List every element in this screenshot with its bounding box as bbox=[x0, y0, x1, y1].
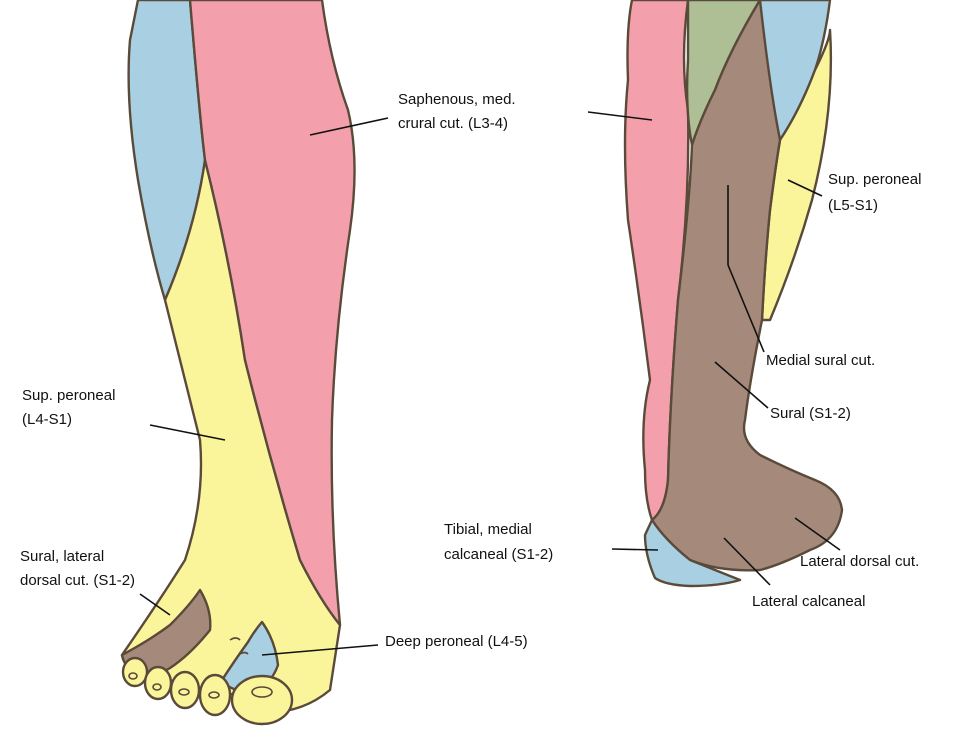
label-saphenous-line2: crural cut. (L3-4) bbox=[398, 114, 508, 134]
label-lateral-dorsal: Lateral dorsal cut. bbox=[800, 552, 919, 572]
leader-tibial bbox=[612, 549, 658, 550]
label-tibial-line2: calcaneal (S1-2) bbox=[444, 545, 553, 565]
label-saphenous-line1: Saphenous, med. bbox=[398, 90, 516, 110]
label-sural: Sural (S1-2) bbox=[770, 404, 851, 424]
label-sup-peroneal-left-line1: Sup. peroneal bbox=[22, 386, 115, 406]
label-tibial-line1: Tibial, medial bbox=[444, 520, 532, 540]
label-sup-peroneal-left-line2: (L4-S1) bbox=[22, 410, 72, 430]
label-sural-lateral-line2: dorsal cut. (S1-2) bbox=[20, 571, 135, 591]
label-sup-peroneal-right-line1: Sup. peroneal bbox=[828, 170, 921, 190]
label-sup-peroneal-right-line2: (L5-S1) bbox=[828, 196, 878, 216]
label-sural-lateral-line1: Sural, lateral bbox=[20, 547, 104, 567]
label-lateral-calcaneal: Lateral calcaneal bbox=[752, 592, 865, 612]
label-deep-peroneal: Deep peroneal (L4-5) bbox=[385, 632, 528, 652]
label-medial-sural: Medial sural cut. bbox=[766, 351, 875, 371]
